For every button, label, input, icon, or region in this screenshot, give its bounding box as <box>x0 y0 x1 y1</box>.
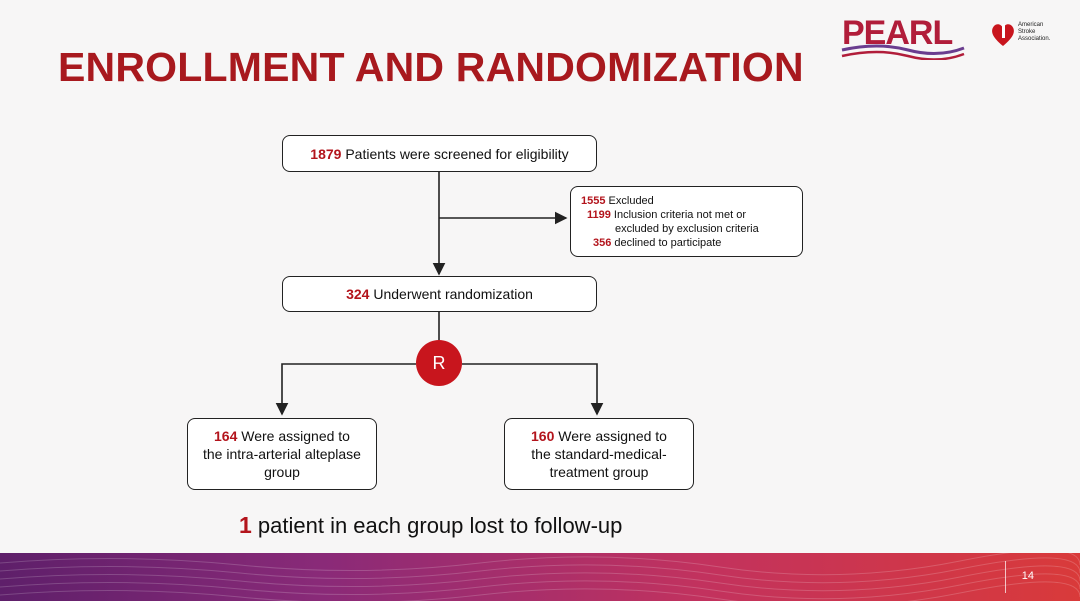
inclusion-text: Inclusion criteria not met or <box>610 209 746 221</box>
screened-box: 1879 Patients were screened for eligibil… <box>282 135 597 172</box>
randomized-text: Underwent randomization <box>369 286 533 302</box>
lost-to-followup-note: 1 patient in each group lost to follow-u… <box>239 512 622 539</box>
slide-title: ENROLLMENT AND RANDOMIZATION <box>58 44 804 90</box>
page-number: 14 <box>1021 570 1034 582</box>
heart-torch-icon <box>992 24 1014 46</box>
inclusion-count: 1199 <box>587 209 611 221</box>
wave-pattern <box>0 553 1080 601</box>
screened-text: Patients were screened for eligibility <box>341 145 569 162</box>
aha-logo-text: American Stroke Association. <box>1018 22 1051 42</box>
aha-logo: American Stroke Association. <box>990 18 1060 58</box>
screened-count: 1879 <box>310 145 342 162</box>
right-arm-line2: the standard-medical- <box>531 446 667 462</box>
right-arm-line3: treatment group <box>549 464 649 480</box>
left-arm-line2: the intra-arterial alteplase <box>203 446 361 462</box>
excluded-total-count: 1555 <box>581 195 606 207</box>
right-arm-box: 160 Were assigned to the standard-medica… <box>504 418 694 490</box>
left-arm-count: 164 <box>214 428 238 444</box>
lost-count: 1 <box>239 512 252 538</box>
left-arm-line1: Were assigned to <box>237 428 350 444</box>
excluded-total-text: Excluded <box>605 195 654 207</box>
right-arm-count: 160 <box>531 428 555 444</box>
inclusion-text-2: excluded by exclusion criteria <box>615 223 759 235</box>
left-arm-box: 164 Were assigned to the intra-arterial … <box>187 418 377 490</box>
arrow-to-left-arm <box>275 363 416 416</box>
excluded-box: 1555 Excluded 1199 Inclusion criteria no… <box>570 186 803 257</box>
declined-text: declined to participate <box>611 237 722 249</box>
right-arm-line1: Were assigned to <box>554 428 667 444</box>
randomization-circle: R <box>416 340 462 386</box>
pearl-logo-text: PEARL <box>842 14 953 52</box>
lost-text: patient in each group lost to follow-up <box>251 513 623 538</box>
arrow-to-right-arm <box>462 363 604 416</box>
left-arm-line3: group <box>264 464 300 480</box>
randomized-box: 324 Underwent randomization <box>282 276 597 312</box>
randomized-count: 324 <box>346 286 370 302</box>
declined-count: 356 <box>593 237 612 249</box>
page-separator <box>1005 561 1006 593</box>
pearl-logo: PEARL <box>838 12 968 60</box>
footer-band: 14 <box>0 553 1080 601</box>
